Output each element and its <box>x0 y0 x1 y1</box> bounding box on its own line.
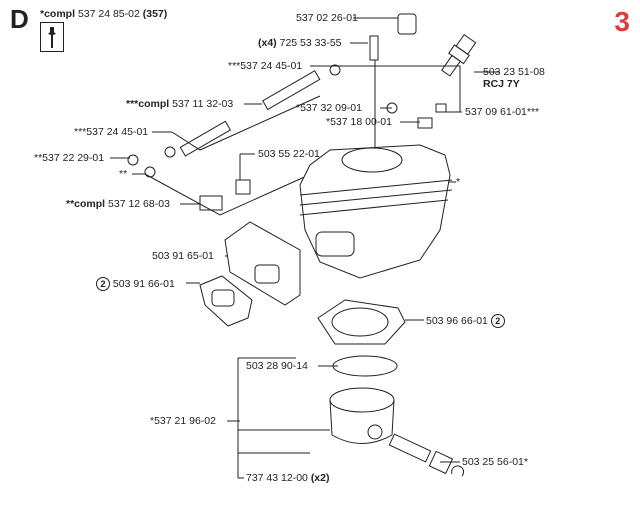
label-503-28-90-14: 503 28 90-14 <box>246 360 308 372</box>
label-503-55-22-01: 503 55 22-01 <box>258 148 320 160</box>
label-503-25-56-01: 503 25 56-01* <box>462 456 528 468</box>
tool-icon <box>40 22 64 52</box>
label-725-53-33-55: (x4) 725 53 33-55 <box>258 37 342 49</box>
label-503-91-66-01: 2 503 91 66-01 <box>96 277 175 291</box>
label-537-09-61-01: 537 09 61-01*** <box>465 106 540 118</box>
label-asterisk: * <box>456 176 461 188</box>
label-537-21-96-02: *537 21 96-02 <box>150 415 216 427</box>
label-537-18-00-01: *537 18 00-01 <box>326 116 392 128</box>
header-part-label: *compl 537 24 85-02 (357) <box>40 8 168 20</box>
label-537-24-45-01-mid: ***537 24 45-01 <box>74 126 149 138</box>
label-rcj-7y: RCJ 7Y <box>483 78 520 90</box>
label-537-32-09-01: *537 32 09-01 <box>296 102 362 114</box>
label-737-43-12-00: 737 43 12-00 (x2) <box>246 472 330 484</box>
label-503-23-51-08: 503 23 51-08 <box>483 66 545 78</box>
label-503-96-66-01: 503 96 66-01 2 <box>426 314 505 328</box>
section-letter: D <box>10 4 29 34</box>
label-537-11-32-03: ***compl 537 11 32-03 <box>126 98 234 110</box>
page-number: 3 <box>614 6 630 37</box>
label-537-24-45-01-top: ***537 24 45-01 <box>228 60 303 72</box>
label-537-02-26-01: 537 02 26-01 <box>296 12 358 24</box>
label-537-12-68-03: **compl 537 12 68-03 <box>66 198 170 210</box>
label-503-91-65-01: 503 91 65-01 <box>152 250 214 262</box>
label-double-asterisk: ** <box>119 168 128 180</box>
label-537-22-29-01: **537 22 29-01 <box>34 152 105 164</box>
